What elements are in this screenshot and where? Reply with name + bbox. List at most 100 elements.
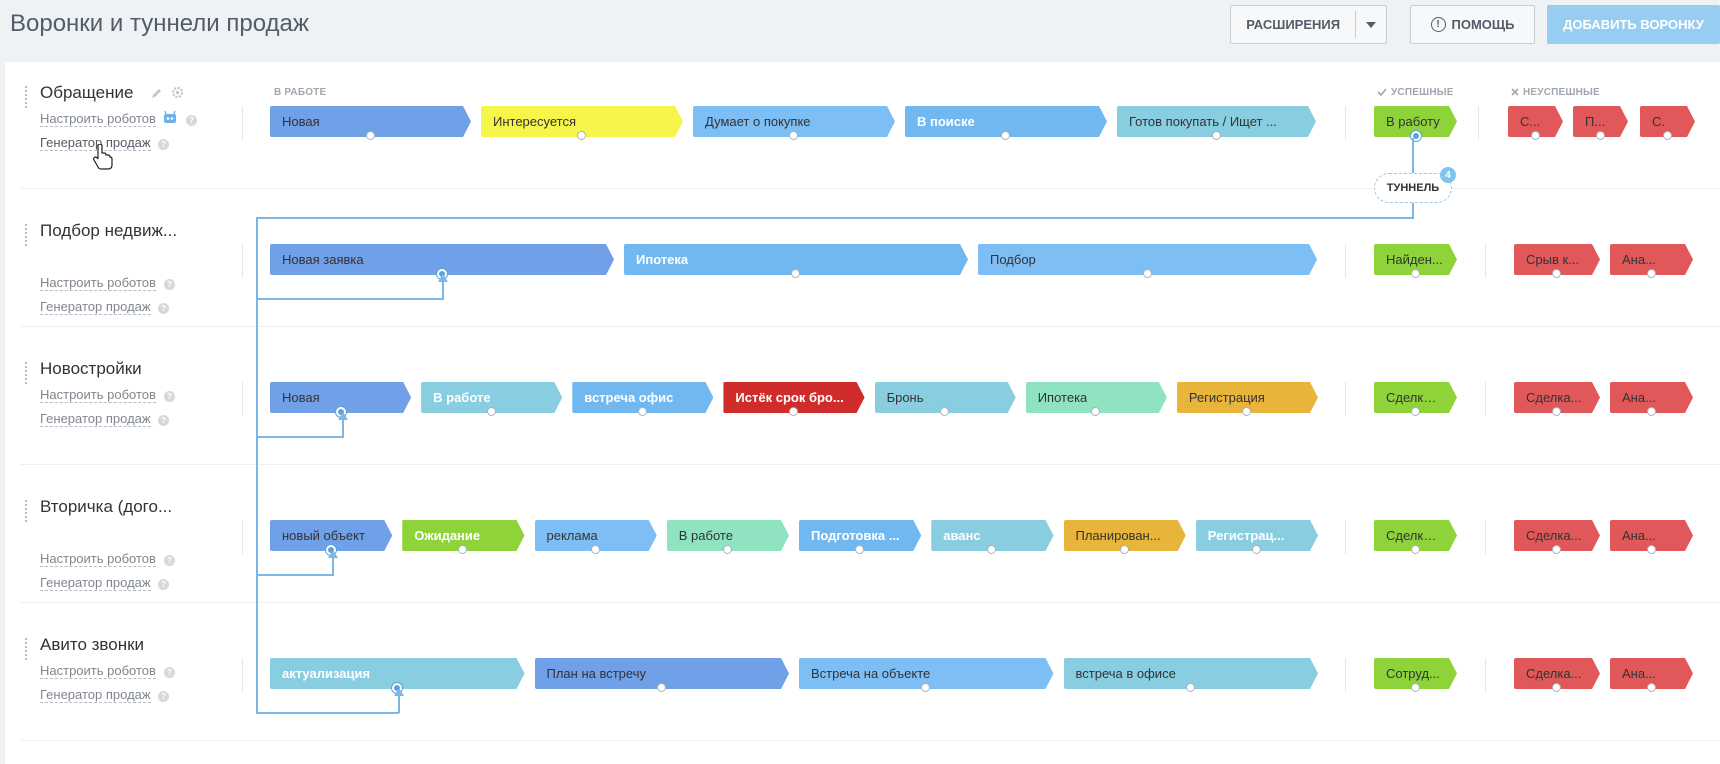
column-divider xyxy=(1345,106,1346,140)
stage-connector-dot[interactable] xyxy=(791,269,800,278)
stage-connector-dot[interactable] xyxy=(1410,407,1420,416)
help-icon[interactable]: ? xyxy=(164,667,175,678)
stage-connector-dot[interactable] xyxy=(1119,545,1129,554)
fail-stage-0-0-label: С... xyxy=(1520,114,1541,129)
funnel-name[interactable]: Вторичка (дого... xyxy=(40,497,173,516)
help-icon[interactable]: ? xyxy=(186,115,197,126)
stage-2-6-label: Регистрация xyxy=(1188,390,1265,405)
tunnel-count-badge: 4 xyxy=(1440,167,1456,183)
stage-connector-dot[interactable] xyxy=(637,407,647,416)
stage-connector-dot[interactable] xyxy=(656,683,666,692)
help-icon[interactable]: ? xyxy=(164,279,175,290)
help-icon[interactable]: ? xyxy=(158,691,169,702)
sales-generator-link[interactable]: Генератор продаж xyxy=(40,299,151,315)
help-icon[interactable]: ? xyxy=(158,139,169,150)
funnel-name[interactable]: Подбор недвиж... xyxy=(40,221,178,240)
help-icon[interactable]: ? xyxy=(164,555,175,566)
drag-handle-icon[interactable] xyxy=(25,86,31,108)
stage-connector-dot[interactable] xyxy=(1552,269,1561,278)
column-divider xyxy=(1485,520,1486,554)
stage-3-5-label: аванс xyxy=(943,528,981,543)
stage-connector-dot[interactable] xyxy=(1211,131,1221,140)
stage-connector-dot[interactable] xyxy=(1552,545,1561,554)
stage-connector-dot[interactable] xyxy=(1595,131,1605,140)
help-icon[interactable]: ? xyxy=(158,579,169,590)
help-button[interactable]: ! ПОМОЩЬ xyxy=(1410,5,1535,44)
help-label: ПОМОЩЬ xyxy=(1451,17,1515,32)
gear-icon[interactable] xyxy=(171,86,184,99)
column-divider xyxy=(1485,244,1486,278)
stage-connector-dot[interactable] xyxy=(1142,269,1152,278)
stage-connector-dot[interactable] xyxy=(789,131,798,140)
stage-connector-dot[interactable] xyxy=(1646,407,1656,416)
stage-connector-dot[interactable] xyxy=(1530,131,1540,140)
fail-stage-0-1-label: П... xyxy=(1585,114,1606,129)
drag-handle-icon[interactable] xyxy=(25,638,31,660)
extensions-button[interactable]: РАСШИРЕНИЯ xyxy=(1230,5,1387,44)
stage-connector-dot[interactable] xyxy=(1410,269,1420,278)
configure-robots-link[interactable]: Настроить роботов xyxy=(40,551,156,567)
fail-stage-2-1-label: Ана... xyxy=(1622,390,1656,405)
stage-3-3-label: В работе xyxy=(678,528,733,543)
stage-0-2-label: Думает о покупке xyxy=(705,114,811,129)
stage-2-5-label: Ипотека xyxy=(1037,390,1088,405)
help-icon[interactable]: ? xyxy=(158,415,169,426)
stage-connector-dot[interactable] xyxy=(1410,131,1421,141)
funnel-name[interactable]: Новостройки xyxy=(40,359,142,378)
stage-connector-dot[interactable] xyxy=(1552,407,1561,416)
stage-connector-dot[interactable] xyxy=(1662,131,1672,140)
stage-3-0-label: новый объект xyxy=(282,528,365,543)
stage-connector-dot[interactable] xyxy=(335,407,346,417)
configure-robots-link[interactable]: Настроить роботов xyxy=(40,275,156,291)
sales-generator-link[interactable]: Генератор продаж xyxy=(40,135,151,151)
stage-connector-dot[interactable] xyxy=(722,545,732,554)
stage-connector-dot[interactable] xyxy=(486,407,496,416)
configure-robots-link[interactable]: Настроить роботов xyxy=(40,663,156,679)
stage-connector-dot[interactable] xyxy=(1410,683,1420,692)
stage-connector-dot[interactable] xyxy=(1646,269,1656,278)
row-divider xyxy=(20,740,1720,741)
help-icon[interactable]: ? xyxy=(164,391,175,402)
stage-connector-dot[interactable] xyxy=(577,131,586,140)
row-divider xyxy=(20,188,1720,189)
column-divider xyxy=(1345,520,1346,554)
row-divider xyxy=(20,464,1720,465)
stage-connector-dot[interactable] xyxy=(1001,131,1010,140)
success-stage-0-label: В работу xyxy=(1386,114,1440,129)
column-divider xyxy=(1478,106,1479,140)
stage-connector-dot[interactable] xyxy=(1646,545,1656,554)
configure-robots-link[interactable]: Настроить роботов xyxy=(40,387,156,403)
stage-3-2-label: реклама xyxy=(546,528,598,543)
stage-connector-dot[interactable] xyxy=(1552,683,1561,692)
stage-0-4-label: Готов покупать / Ищет ... xyxy=(1129,114,1277,129)
stage-4-1-label: План на встречу xyxy=(546,666,646,681)
button-divider xyxy=(1355,11,1357,38)
stage-connector-dot[interactable] xyxy=(1251,545,1261,554)
page-title: Воронки и туннели продаж xyxy=(10,10,309,37)
stage-connector-dot[interactable] xyxy=(1185,683,1195,692)
sales-generator-link[interactable]: Генератор продаж xyxy=(40,687,151,703)
configure-robots-link[interactable]: Настроить роботов xyxy=(40,111,156,127)
sales-generator-link[interactable]: Генератор продаж xyxy=(40,575,151,591)
funnel-name[interactable]: Авито звонки xyxy=(40,635,145,654)
stage-connector-dot[interactable] xyxy=(789,407,798,416)
stage-connector-dot[interactable] xyxy=(590,545,600,554)
stage-connector-dot[interactable] xyxy=(365,131,375,140)
add-funnel-button[interactable]: ДОБАВИТЬ ВОРОНКУ xyxy=(1547,5,1720,44)
drag-handle-icon[interactable] xyxy=(25,224,31,246)
chevron-down-icon[interactable] xyxy=(1356,21,1386,28)
pencil-icon[interactable] xyxy=(151,87,163,99)
help-icon[interactable]: ? xyxy=(158,303,169,314)
stage-connector-dot[interactable] xyxy=(1410,545,1420,554)
column-divider xyxy=(1485,382,1486,416)
robot-icon xyxy=(164,110,176,123)
drag-handle-icon[interactable] xyxy=(25,500,31,522)
funnel-name[interactable]: Обращение xyxy=(40,83,134,102)
tunnel-badge[interactable]: ТУННЕЛЬ xyxy=(1374,173,1452,203)
stage-2-1-label: В работе xyxy=(433,390,491,405)
sales-generator-link[interactable]: Генератор продаж xyxy=(40,411,151,427)
stage-connector-dot[interactable] xyxy=(437,269,447,279)
stage-3-7-label: Регистрац... xyxy=(1207,528,1285,543)
drag-handle-icon[interactable] xyxy=(25,362,31,384)
stage-connector-dot[interactable] xyxy=(1646,683,1656,692)
